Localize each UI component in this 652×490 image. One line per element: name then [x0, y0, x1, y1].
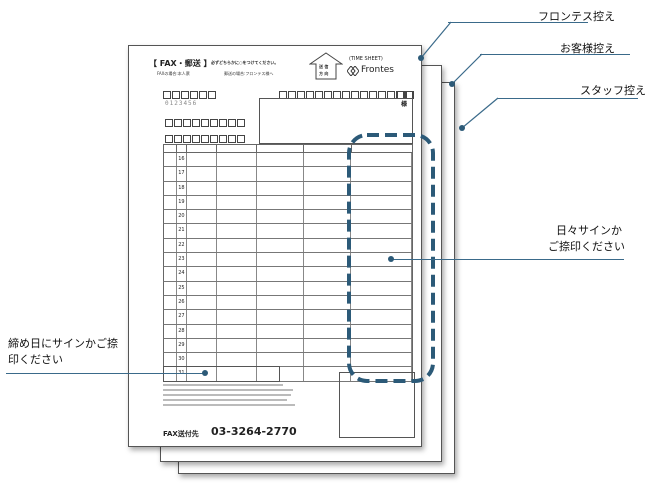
- frontes-copy-sheet: 【 FAX・郵送 】 必ずどちらかに○をつけてください。 FAXの場合:本人票 …: [128, 45, 422, 447]
- fax-number: 03-3264-2770: [211, 425, 297, 438]
- day-number: 25: [177, 281, 188, 295]
- staff-boxes-2: [165, 128, 246, 147]
- day-row: 25: [163, 281, 413, 296]
- daily-sign-label-2: ご捺印ください: [548, 240, 625, 253]
- sama-label: 様: [401, 101, 408, 108]
- staff-leader: [459, 97, 499, 131]
- time-sheet-label: (TIME SHEET): [349, 56, 383, 62]
- day-row: 21: [163, 224, 413, 239]
- day-number: 19: [177, 195, 188, 210]
- day-row: 20: [163, 210, 413, 225]
- day-number: 23: [177, 253, 188, 267]
- day-number: 24: [177, 267, 188, 281]
- day-row: 30: [163, 353, 413, 368]
- sign-column-highlight: [347, 133, 435, 383]
- staff-callout-line: [498, 98, 638, 99]
- day-number: 16: [177, 153, 188, 167]
- day-number: 18: [177, 181, 188, 195]
- customer-callout-line: [480, 54, 630, 55]
- customer-copy-label: お客様控え: [560, 42, 615, 55]
- day-row: 16: [163, 153, 413, 168]
- closing-sign-label-1: 締め日にサインかご捺: [8, 337, 118, 350]
- staff-copy-label: スタッフ控え: [580, 84, 646, 97]
- staff-boxes: [165, 112, 246, 131]
- frontes-brand: Frontes: [361, 65, 394, 75]
- customer-leader: [449, 53, 483, 87]
- send-direction-icon: [309, 52, 343, 80]
- frontes-logo-icon: [347, 66, 359, 76]
- date-boxes: [163, 84, 217, 103]
- closing-sign-label-2: 印ください: [8, 353, 63, 366]
- day-row: 18: [163, 181, 413, 196]
- form-header-title: 【 FAX・郵送 】: [149, 59, 212, 68]
- day-number: 26: [177, 295, 188, 310]
- day-number: 21: [177, 224, 188, 238]
- day-number: 28: [177, 324, 188, 338]
- mail-option: 郵送の場合:フロンテス様へ: [224, 71, 274, 76]
- frontes-callout-line: [448, 22, 588, 23]
- day-row: 24: [163, 267, 413, 282]
- day-number: 29: [177, 338, 188, 353]
- closing-sign-box: [163, 366, 280, 382]
- day-rows: 16171819202122232425262728293031: [163, 153, 413, 382]
- frontes-copy-label: フロンテス控え: [538, 10, 615, 23]
- arrow-label-line2: 方 向: [319, 71, 329, 76]
- day-number: 30: [177, 353, 188, 367]
- fax-option: FAXの場合:本人票: [157, 71, 190, 76]
- staff-number-sample: 0123456: [165, 100, 198, 107]
- customer-info-panel: [259, 98, 413, 144]
- closing-sign-dot: [202, 370, 208, 376]
- day-number: 17: [177, 167, 188, 181]
- day-number: 20: [177, 210, 188, 224]
- arrow-label-line1: 送 信: [319, 64, 329, 69]
- daily-sign-dot: [388, 256, 394, 262]
- daily-sign-label-1: 日々サインか: [556, 224, 622, 237]
- frontes-leader: [418, 21, 452, 61]
- notes-block: [163, 381, 303, 417]
- approval-box: [339, 372, 415, 438]
- day-number: 27: [177, 310, 188, 324]
- daily-sign-callout-line: [392, 259, 624, 260]
- closing-sign-callout-line: [6, 373, 206, 374]
- day-number: 22: [177, 238, 188, 253]
- form-header-note: 必ずどちらかに○をつけてください。: [211, 60, 279, 65]
- fax-destination-label: FAX送付先: [163, 430, 199, 438]
- time-grid: [163, 144, 414, 153]
